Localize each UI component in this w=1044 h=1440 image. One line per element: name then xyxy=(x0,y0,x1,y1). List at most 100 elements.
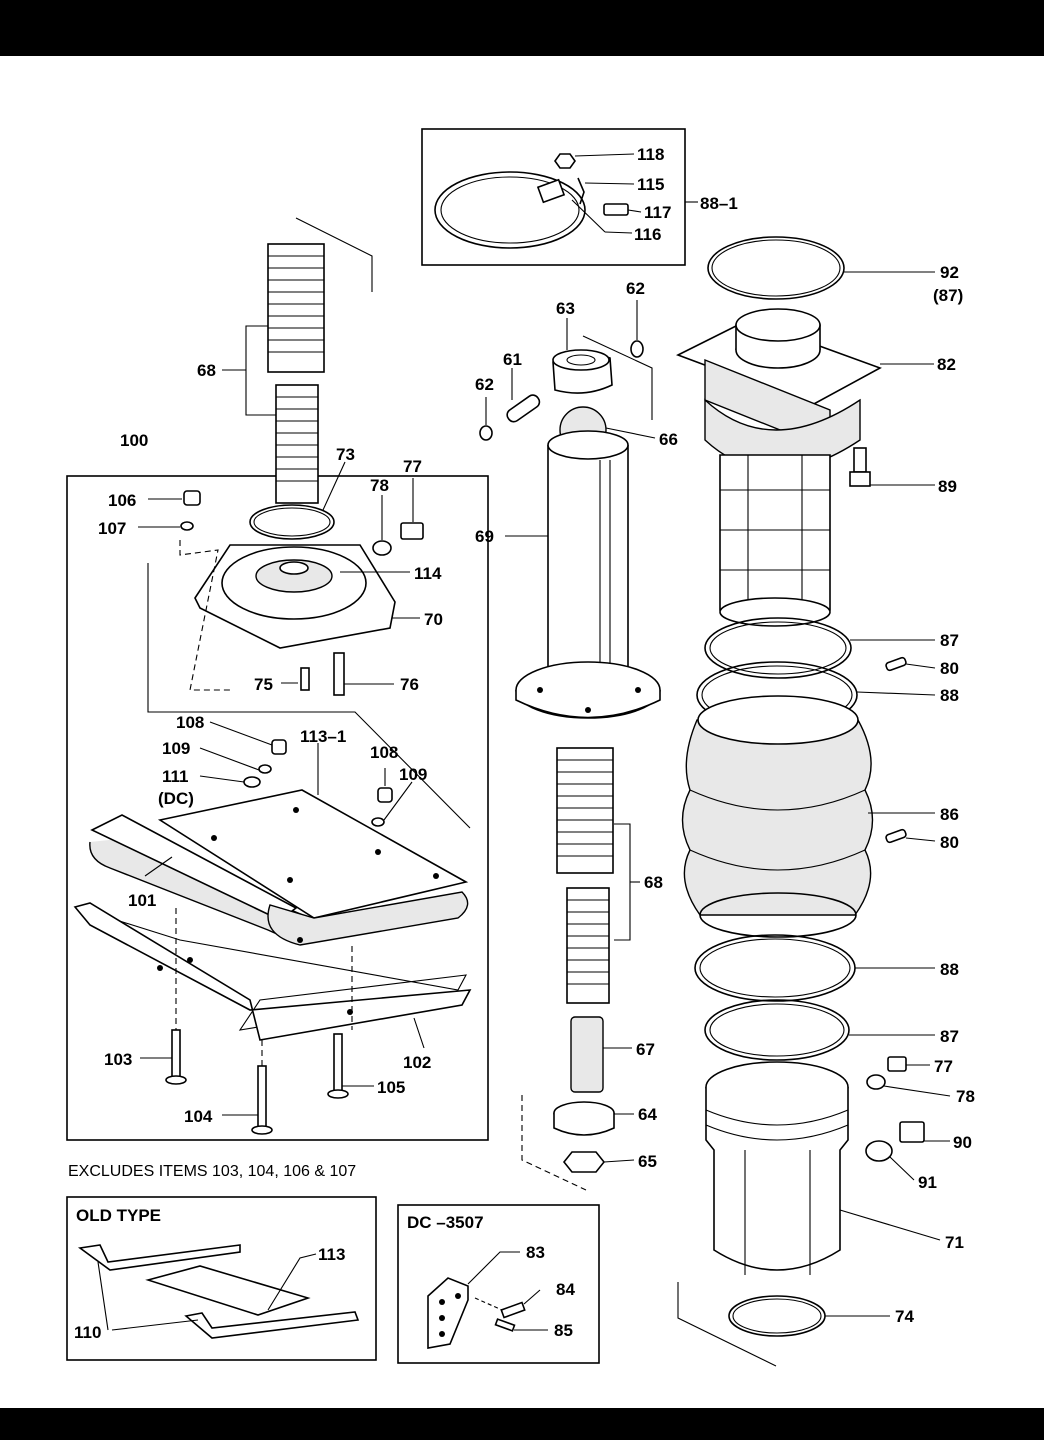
nut-106 xyxy=(183,490,201,506)
label-69: 69 xyxy=(475,527,494,546)
label-108-left: 108 xyxy=(176,713,204,732)
label-77-lower: 77 xyxy=(934,1057,953,1076)
label-70: 70 xyxy=(424,610,443,629)
label-106: 106 xyxy=(108,491,136,510)
lower-housing-71 xyxy=(705,1061,849,1275)
label-75: 75 xyxy=(254,675,273,694)
pin-80-lower xyxy=(885,828,907,844)
dc-3507-box xyxy=(397,1204,600,1364)
o-ring-73 xyxy=(249,504,335,540)
spring-68-lower xyxy=(556,747,614,1004)
label-82: 82 xyxy=(937,355,956,374)
pin-61 xyxy=(506,394,541,423)
nut-108-right xyxy=(377,787,393,803)
bottom-black-bar xyxy=(0,1408,1044,1440)
o-ring-92 xyxy=(707,236,845,300)
label-62-lower: 62 xyxy=(475,375,494,394)
sleeve-67 xyxy=(570,1016,604,1093)
label-91: 91 xyxy=(918,1173,937,1192)
plug-77-lower xyxy=(887,1056,907,1072)
cage-bellows-upper xyxy=(719,454,831,627)
o-ring-87-upper xyxy=(704,617,852,679)
label-109-left: 109 xyxy=(162,739,190,758)
label-85: 85 xyxy=(554,1321,573,1340)
label-89: 89 xyxy=(938,477,957,496)
top-black-bar xyxy=(0,0,1044,56)
bolt-89 xyxy=(849,447,871,487)
excludes-note: EXCLUDES ITEMS 103, 104, 106 & 107 xyxy=(68,1163,356,1180)
bearing-63 xyxy=(552,349,613,394)
label-101: 101 xyxy=(128,891,156,910)
nut-64 xyxy=(553,1101,615,1136)
rail-110-lower xyxy=(184,1311,360,1339)
bolt-76 xyxy=(333,652,345,696)
flange-82 xyxy=(675,308,882,471)
washer-78-upper xyxy=(372,540,392,556)
label-80-upper: 80 xyxy=(940,659,959,678)
nut-108-left xyxy=(271,739,287,755)
label-64: 64 xyxy=(638,1105,657,1124)
shoe-rail-101 xyxy=(89,814,469,946)
bolt-103 xyxy=(171,1029,181,1081)
label-88-1: 88–1 xyxy=(700,194,738,213)
plate-113-1 xyxy=(157,789,469,919)
label-86: 86 xyxy=(940,805,959,824)
label-68-lower: 68 xyxy=(644,873,663,892)
washer-62-upper xyxy=(630,340,644,358)
plug-77-upper xyxy=(400,522,424,540)
label-114: 114 xyxy=(414,564,442,583)
label-90: 90 xyxy=(953,1133,972,1152)
label-102: 102 xyxy=(403,1053,431,1072)
hose-clamp-88-1 xyxy=(434,153,629,249)
bolt-104 xyxy=(257,1065,267,1129)
label-74: 74 xyxy=(895,1307,914,1326)
dc-3507-title: DC –3507 xyxy=(407,1213,484,1232)
label-76: 76 xyxy=(400,675,419,694)
label-111: 111 xyxy=(162,767,189,786)
old-type-title: OLD TYPE xyxy=(76,1206,161,1225)
label-63: 63 xyxy=(556,299,575,318)
label-88-lower: 88 xyxy=(940,960,959,979)
washer-78-lower xyxy=(866,1074,886,1090)
washer-109-right xyxy=(371,817,385,827)
label-78-lower: 78 xyxy=(956,1087,975,1106)
washer-91 xyxy=(865,1140,893,1162)
label-105: 105 xyxy=(377,1078,405,1097)
label-88-upper: 88 xyxy=(940,686,959,705)
washer-111 xyxy=(243,776,261,788)
label-100: 100 xyxy=(120,431,148,450)
base-plate-70 xyxy=(194,544,396,649)
clamp-88-lower xyxy=(694,934,856,1002)
label-117: 117 xyxy=(644,203,671,222)
label-80-lower: 80 xyxy=(940,833,959,852)
label-113: 113 xyxy=(318,1245,345,1264)
label-118: 118 xyxy=(637,145,664,164)
label-87-paren: (87) xyxy=(933,286,963,305)
label-109-right: 109 xyxy=(399,765,427,784)
label-71: 71 xyxy=(945,1233,964,1252)
pin-85 xyxy=(494,1318,516,1332)
label-66: 66 xyxy=(659,430,678,449)
label-92: 92 xyxy=(940,263,959,282)
rail-110-upper xyxy=(77,1244,241,1271)
pin-80-upper xyxy=(885,656,907,672)
label-61: 61 xyxy=(503,350,522,369)
o-ring-74 xyxy=(728,1295,826,1337)
spring-68-upper xyxy=(267,243,325,504)
label-83: 83 xyxy=(526,1243,545,1262)
clamp-kit-box xyxy=(421,128,686,266)
label-87-lower: 87 xyxy=(940,1027,959,1046)
plate-113 xyxy=(145,1265,311,1316)
label-77-upper: 77 xyxy=(403,457,422,476)
bolt-84 xyxy=(500,1301,526,1319)
label-78-upper: 78 xyxy=(370,476,389,495)
old-type-box xyxy=(66,1196,377,1361)
label-115: 115 xyxy=(637,175,664,194)
nut-65 xyxy=(562,1151,606,1173)
tube-69 xyxy=(515,430,661,719)
label-113-1: 113–1 xyxy=(300,727,346,746)
label-73: 73 xyxy=(336,445,355,464)
label-65: 65 xyxy=(638,1152,657,1171)
label-107: 107 xyxy=(98,519,126,538)
